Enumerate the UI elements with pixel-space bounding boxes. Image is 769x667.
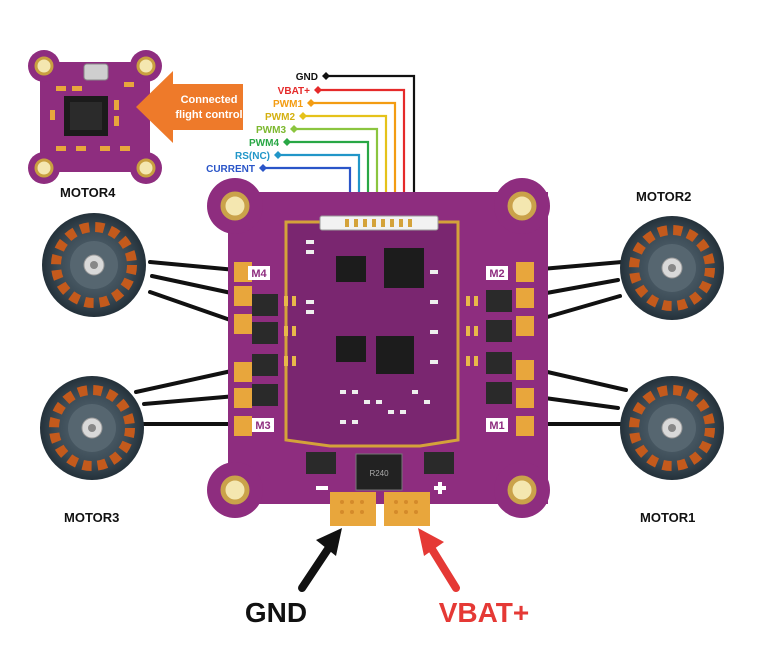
signal-dots [259,72,330,172]
motor1-label: MOTOR1 [640,510,695,525]
signal-label-gnd: GND [296,72,318,83]
signal-labels: GND VBAT+ PWM1 PWM2 PWM3 PWM4 RS(NC) CUR… [206,72,318,175]
signal-label-current: CURRENT [206,164,255,175]
signal-label-pwm4: PWM4 [249,138,279,149]
callout-text-line1: Connected [181,94,238,106]
board-label-m3: M3 [255,420,270,432]
motor4-label: MOTOR4 [60,185,116,200]
gnd-arrow [298,528,342,592]
motor-3 [40,376,144,480]
board-label-m2: M2 [489,268,504,280]
esc-board: R240 M4 M2 M3 M1 [207,178,550,526]
vbat-power-label: VBAT+ [439,597,530,628]
flight-controller [28,50,162,184]
signal-label-pwm2: PWM2 [265,112,295,123]
vbat-arrow [418,528,460,592]
chip-marking: R240 [369,469,389,478]
callout-text-line2: flight control [175,109,242,121]
motor-2 [620,216,724,320]
signal-label-vbat: VBAT+ [278,86,310,97]
motor2-label: MOTOR2 [636,189,691,204]
gnd-power-label: GND [245,597,307,628]
board-label-m4: M4 [251,268,267,280]
connected-flight-control-callout: Connected flight control [136,71,243,143]
motor3-label: MOTOR3 [64,510,119,525]
signal-label-pwm3: PWM3 [256,125,286,136]
board-label-m1: M1 [489,420,504,432]
signal-label-rs-nc: RS(NC) [235,151,270,162]
signal-label-pwm1: PWM1 [273,99,303,110]
motor-1 [620,376,724,480]
motor-4 [42,213,146,317]
